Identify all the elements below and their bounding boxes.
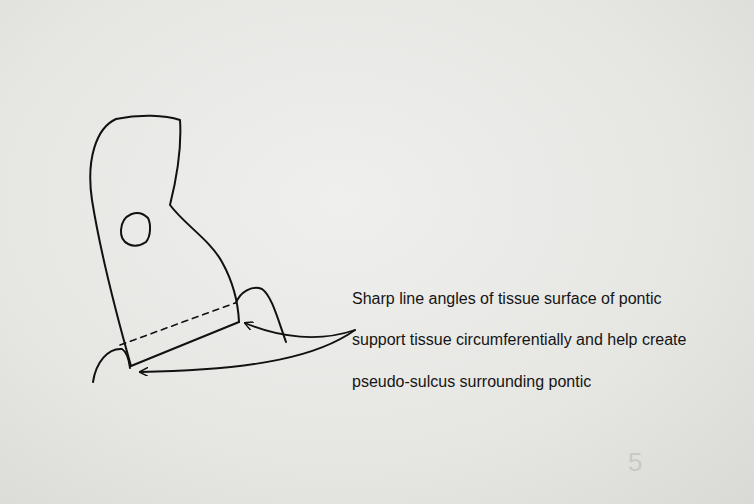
note-text: Sharp line angles of tissue surface of p… (352, 289, 662, 309)
note-text: pseudo-sulcus surrounding pontic (352, 372, 591, 392)
tissue-left (93, 349, 130, 382)
tissue-surface-line (131, 322, 239, 366)
note-text: support tissue circumferentially and hel… (352, 330, 686, 350)
pontic-outline (90, 116, 239, 366)
leader-arrow (245, 323, 355, 337)
circle (121, 213, 150, 245)
leader-arrow (140, 330, 355, 372)
dashed-line (120, 303, 235, 345)
page-mark: 5 (628, 448, 642, 476)
